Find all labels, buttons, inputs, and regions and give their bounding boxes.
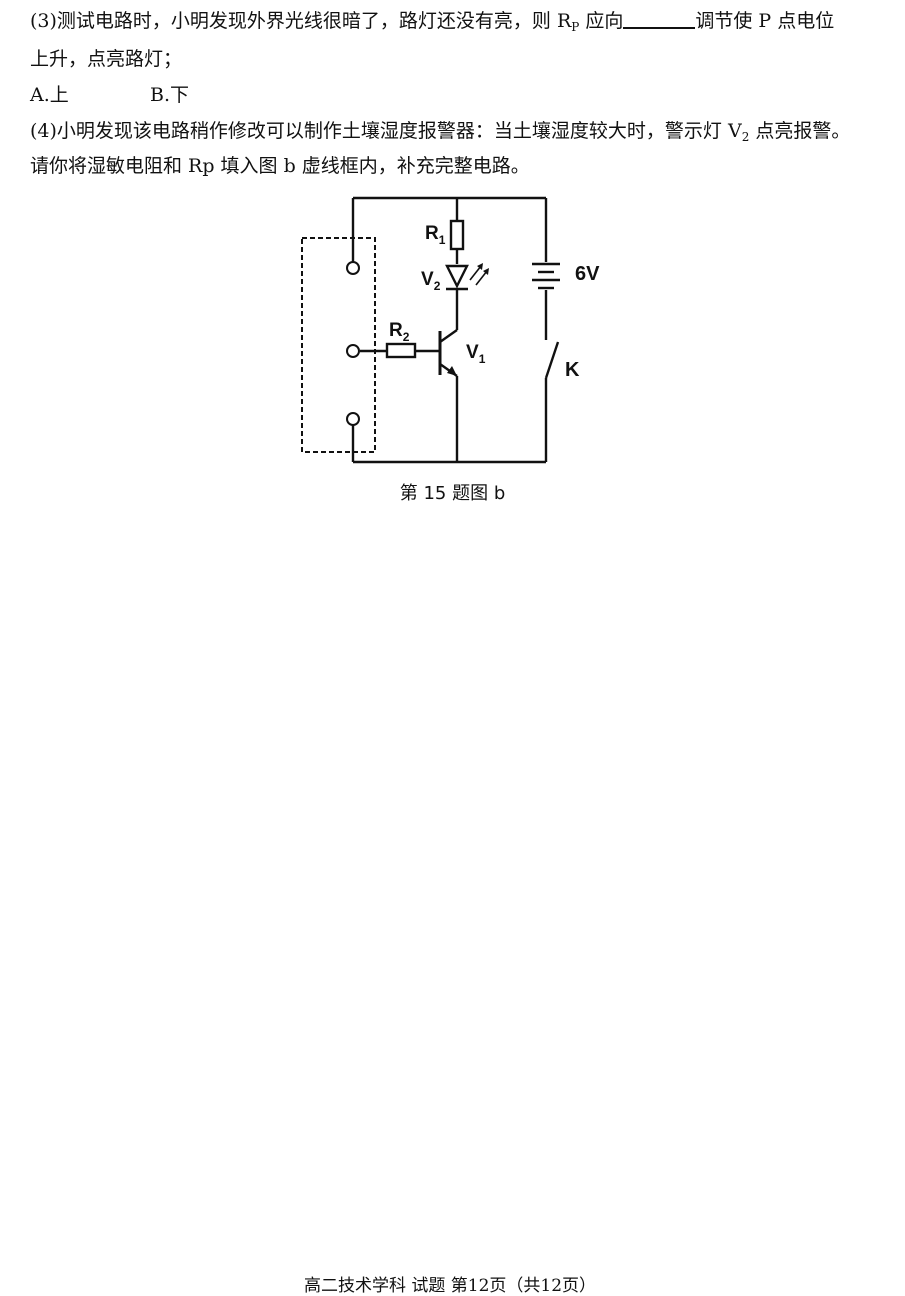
option-a[interactable]: A.上 [30,84,69,106]
page-footer: 高二技术学科 试题 第12页（共12页） [303,1276,597,1296]
v2-led-triangle [445,264,469,289]
q4-line2: 请你将湿敏电阻和 Rp 填入图 b 虚线框内，补充完整电路。 [30,155,530,177]
middle-terminal [346,344,360,358]
battery-voltage-label: 6V [575,263,600,285]
q4-text-b: 点亮报警。 [749,120,851,142]
q4-line1: (4)小明发现该电路稍作修改可以制作土壤湿度报警器：当土壤湿度较大时，警示灯 V… [30,119,850,149]
answer-blank[interactable] [623,11,696,29]
v1-collector-lead [439,329,458,343]
q3-text-c: 调节使 P 点电位 [695,10,835,32]
circuit-diagram: R1 V2 R2 V1 6V K [301,196,600,464]
v2-label: V2 [421,269,441,293]
q3-line2: 上升，点亮路灯； [30,48,183,70]
led-arrowhead-1 [477,263,483,270]
led-light-arrow-1 [469,265,482,281]
led-arrowhead-2 [483,268,489,275]
led-light-arrow-2 [475,270,488,286]
figure-caption: 第 15 题图 b [399,483,506,504]
r2-resistor [385,342,417,359]
bottom-terminal [346,412,360,426]
q3-text-b: 应向 [579,10,624,32]
q3-rp-subscript: P [571,20,580,34]
q4-text-a: (4)小明发现该电路稍作修改可以制作土壤湿度报警器：当土壤湿度较大时，警示灯 V [30,120,742,142]
v1-emitter-arrow [447,366,457,376]
q3-text-a: (3)测试电路时，小明发现外界光线很暗了，路灯还没有亮，则 R [30,10,572,32]
q4-v2-subscript: 2 [741,130,750,144]
r2-label: R2 [389,320,410,344]
switch-k-label: K [565,359,580,381]
q3-options: A.上 B.下 [30,83,189,107]
q3-line1: (3)测试电路时，小明发现外界光线很暗了，路灯还没有亮，则 RP 应向 调节使 P… [30,9,834,39]
option-b[interactable]: B.下 [150,84,190,106]
dashed-fill-in-box [301,237,376,453]
top-terminal [346,261,360,275]
r1-label: R1 [425,223,446,247]
switch-k-blade [544,341,560,379]
v1-label: V1 [466,342,486,366]
r1-resistor [449,219,465,251]
